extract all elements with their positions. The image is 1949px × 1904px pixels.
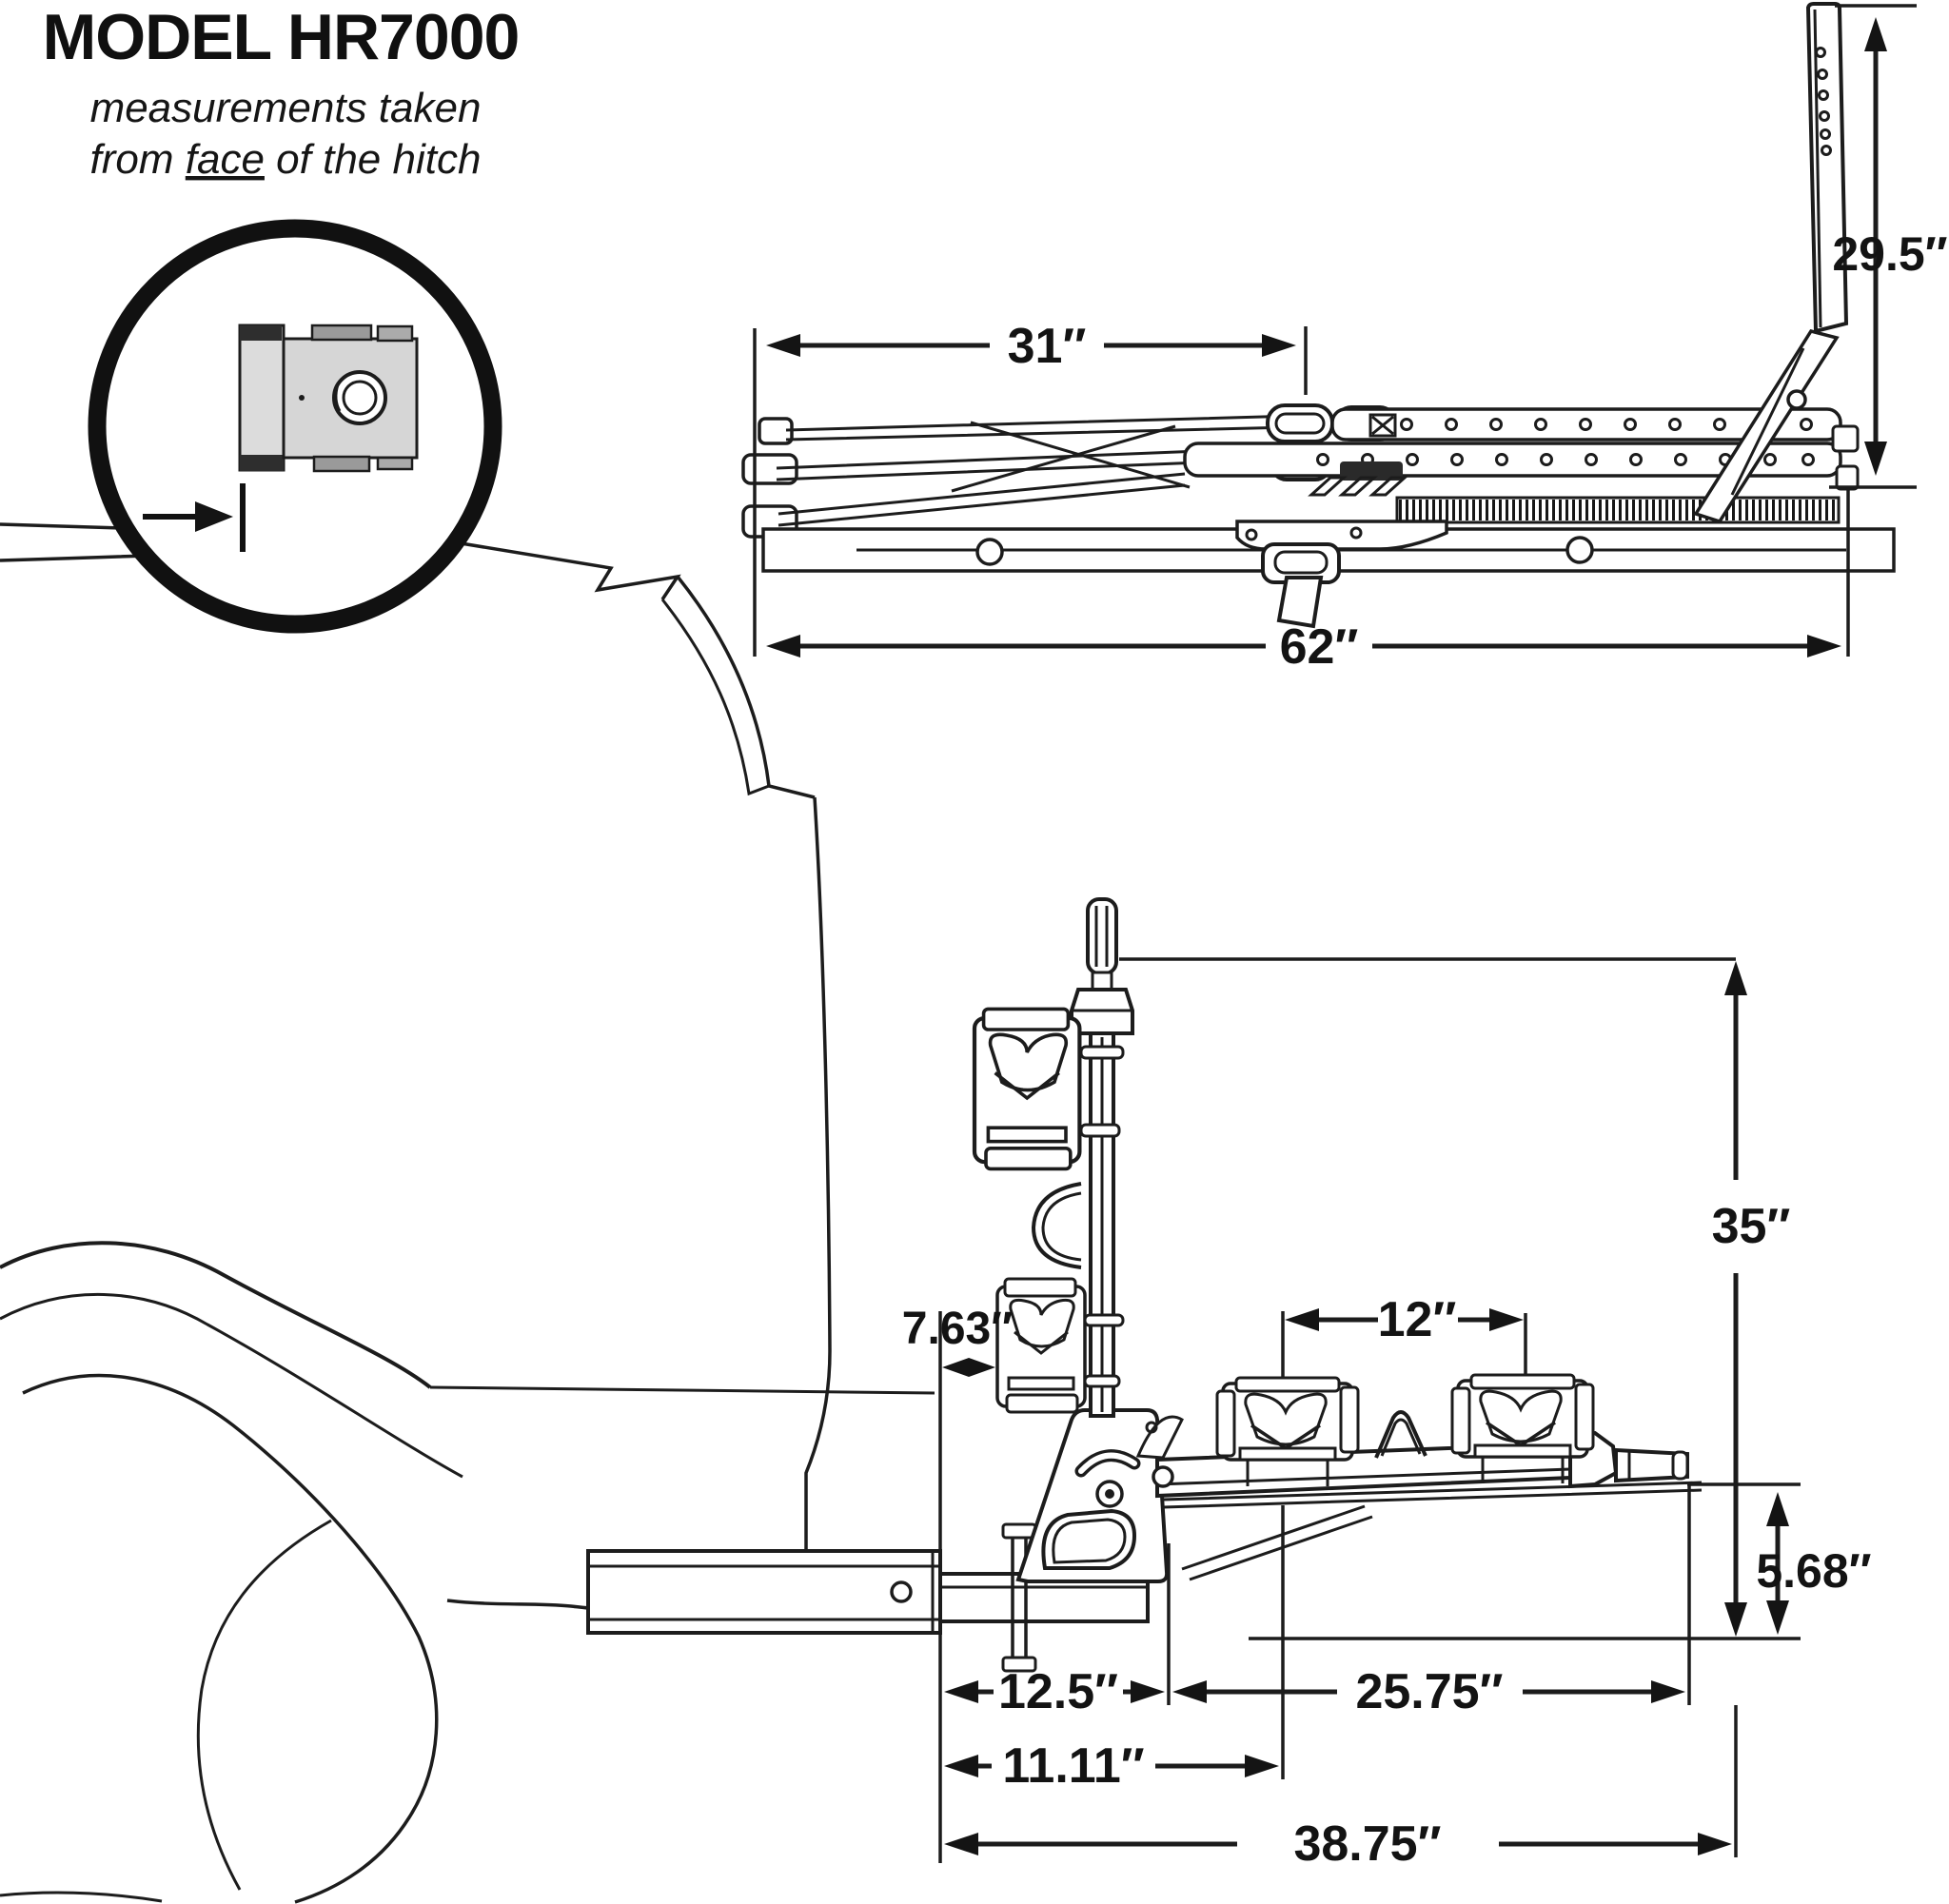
rail-upper	[1330, 407, 1842, 442]
rear-edge	[804, 796, 832, 1551]
dim-35: 35″	[1119, 957, 1791, 1637]
arm-under-rail	[1162, 1481, 1703, 1509]
fold-arm-1	[785, 413, 1333, 442]
fold-arm-3	[778, 472, 1186, 527]
pivot-plate	[1015, 1408, 1170, 1583]
dim-29-5: 29.5″	[1829, 4, 1948, 489]
folded-mast	[1805, 1, 1849, 334]
dim-label-12-5: 12.5″	[998, 1664, 1118, 1719]
fold-handle-ring	[1041, 1508, 1137, 1570]
hatch-edge-outer	[676, 575, 816, 799]
dim-11-11: 11.11″	[944, 1505, 1285, 1794]
dim-62: 62″	[766, 490, 1850, 675]
page-title: MODEL HR7000	[43, 1, 520, 73]
dim-12: 12″	[1281, 1292, 1527, 1378]
fold-cross-brace	[951, 421, 1191, 493]
hitch-face-callout	[88, 219, 502, 634]
subtitle-rest: of the hitch	[265, 136, 481, 183]
receiver-cross-section	[238, 324, 419, 473]
ramp-hatches	[1308, 476, 1408, 497]
body-crease-line	[429, 1385, 935, 1395]
dim-label-62: 62″	[1280, 619, 1359, 675]
vehicle-outline	[0, 522, 935, 1904]
dim-label-5-68: 5.68″	[1756, 1544, 1871, 1598]
gear-strip	[1395, 496, 1841, 524]
fender-arch-outer	[0, 1241, 432, 1389]
rail-upper-holes	[1400, 418, 1813, 431]
tire-inner-line	[196, 1519, 332, 1891]
arm-brace	[1181, 1504, 1373, 1581]
mast-adjust-holes	[1815, 47, 1832, 156]
dim-12-5: 12.5″	[938, 1311, 1171, 1863]
ground-line	[0, 1891, 163, 1903]
hatch-edge-inner	[660, 599, 770, 796]
subtitle-line2: from face of the hitch	[90, 136, 482, 183]
hitch-pin-hole	[890, 1580, 913, 1603]
dim-label-12: 12″	[1378, 1292, 1457, 1347]
subtitle-from: from	[90, 136, 186, 183]
dim-31: 31″	[753, 319, 1308, 657]
dim-label-31: 31″	[1008, 319, 1087, 374]
mast-top-handle	[1086, 897, 1118, 975]
dim-label-29-5: 29.5″	[1832, 227, 1947, 281]
dim-label-38-75: 38.75″	[1293, 1816, 1441, 1872]
dim-5-68: 5.68″	[1249, 1482, 1872, 1640]
mast-wheel-clamp-upper	[974, 1009, 1079, 1168]
dim-38-75: 38.75″	[944, 1705, 1738, 1872]
mast-handle-loop	[1031, 1182, 1082, 1269]
fender-arch-lip	[0, 1293, 463, 1479]
dim-25-75: 25.75″	[1172, 1482, 1691, 1719]
dim-label-25-75: 25.75″	[1355, 1664, 1503, 1719]
dim-label-35: 35″	[1712, 1199, 1791, 1254]
tire-outline	[22, 1373, 439, 1904]
mount-bracket	[1235, 520, 1448, 551]
dim-7-63: 7.63″	[902, 1304, 1013, 1377]
subtitle-face-underlined: face	[186, 136, 265, 183]
rack-mounted-view	[974, 897, 1703, 1583]
arm-handle-loop	[1374, 1410, 1427, 1459]
rail-lower-holes	[1316, 453, 1815, 466]
spoiler-tip	[425, 536, 681, 600]
dim-label-7-63: 7.63″	[902, 1304, 1013, 1354]
knob-lever	[1276, 576, 1324, 629]
brand-plate	[1340, 461, 1403, 481]
header-block: MODEL HR7000 measurements taken from fac…	[43, 1, 521, 183]
dim-label-11-11: 11.11″	[1002, 1738, 1144, 1794]
rack-folded-view	[741, 1, 1896, 629]
subtitle-line1: measurements taken	[90, 85, 482, 131]
